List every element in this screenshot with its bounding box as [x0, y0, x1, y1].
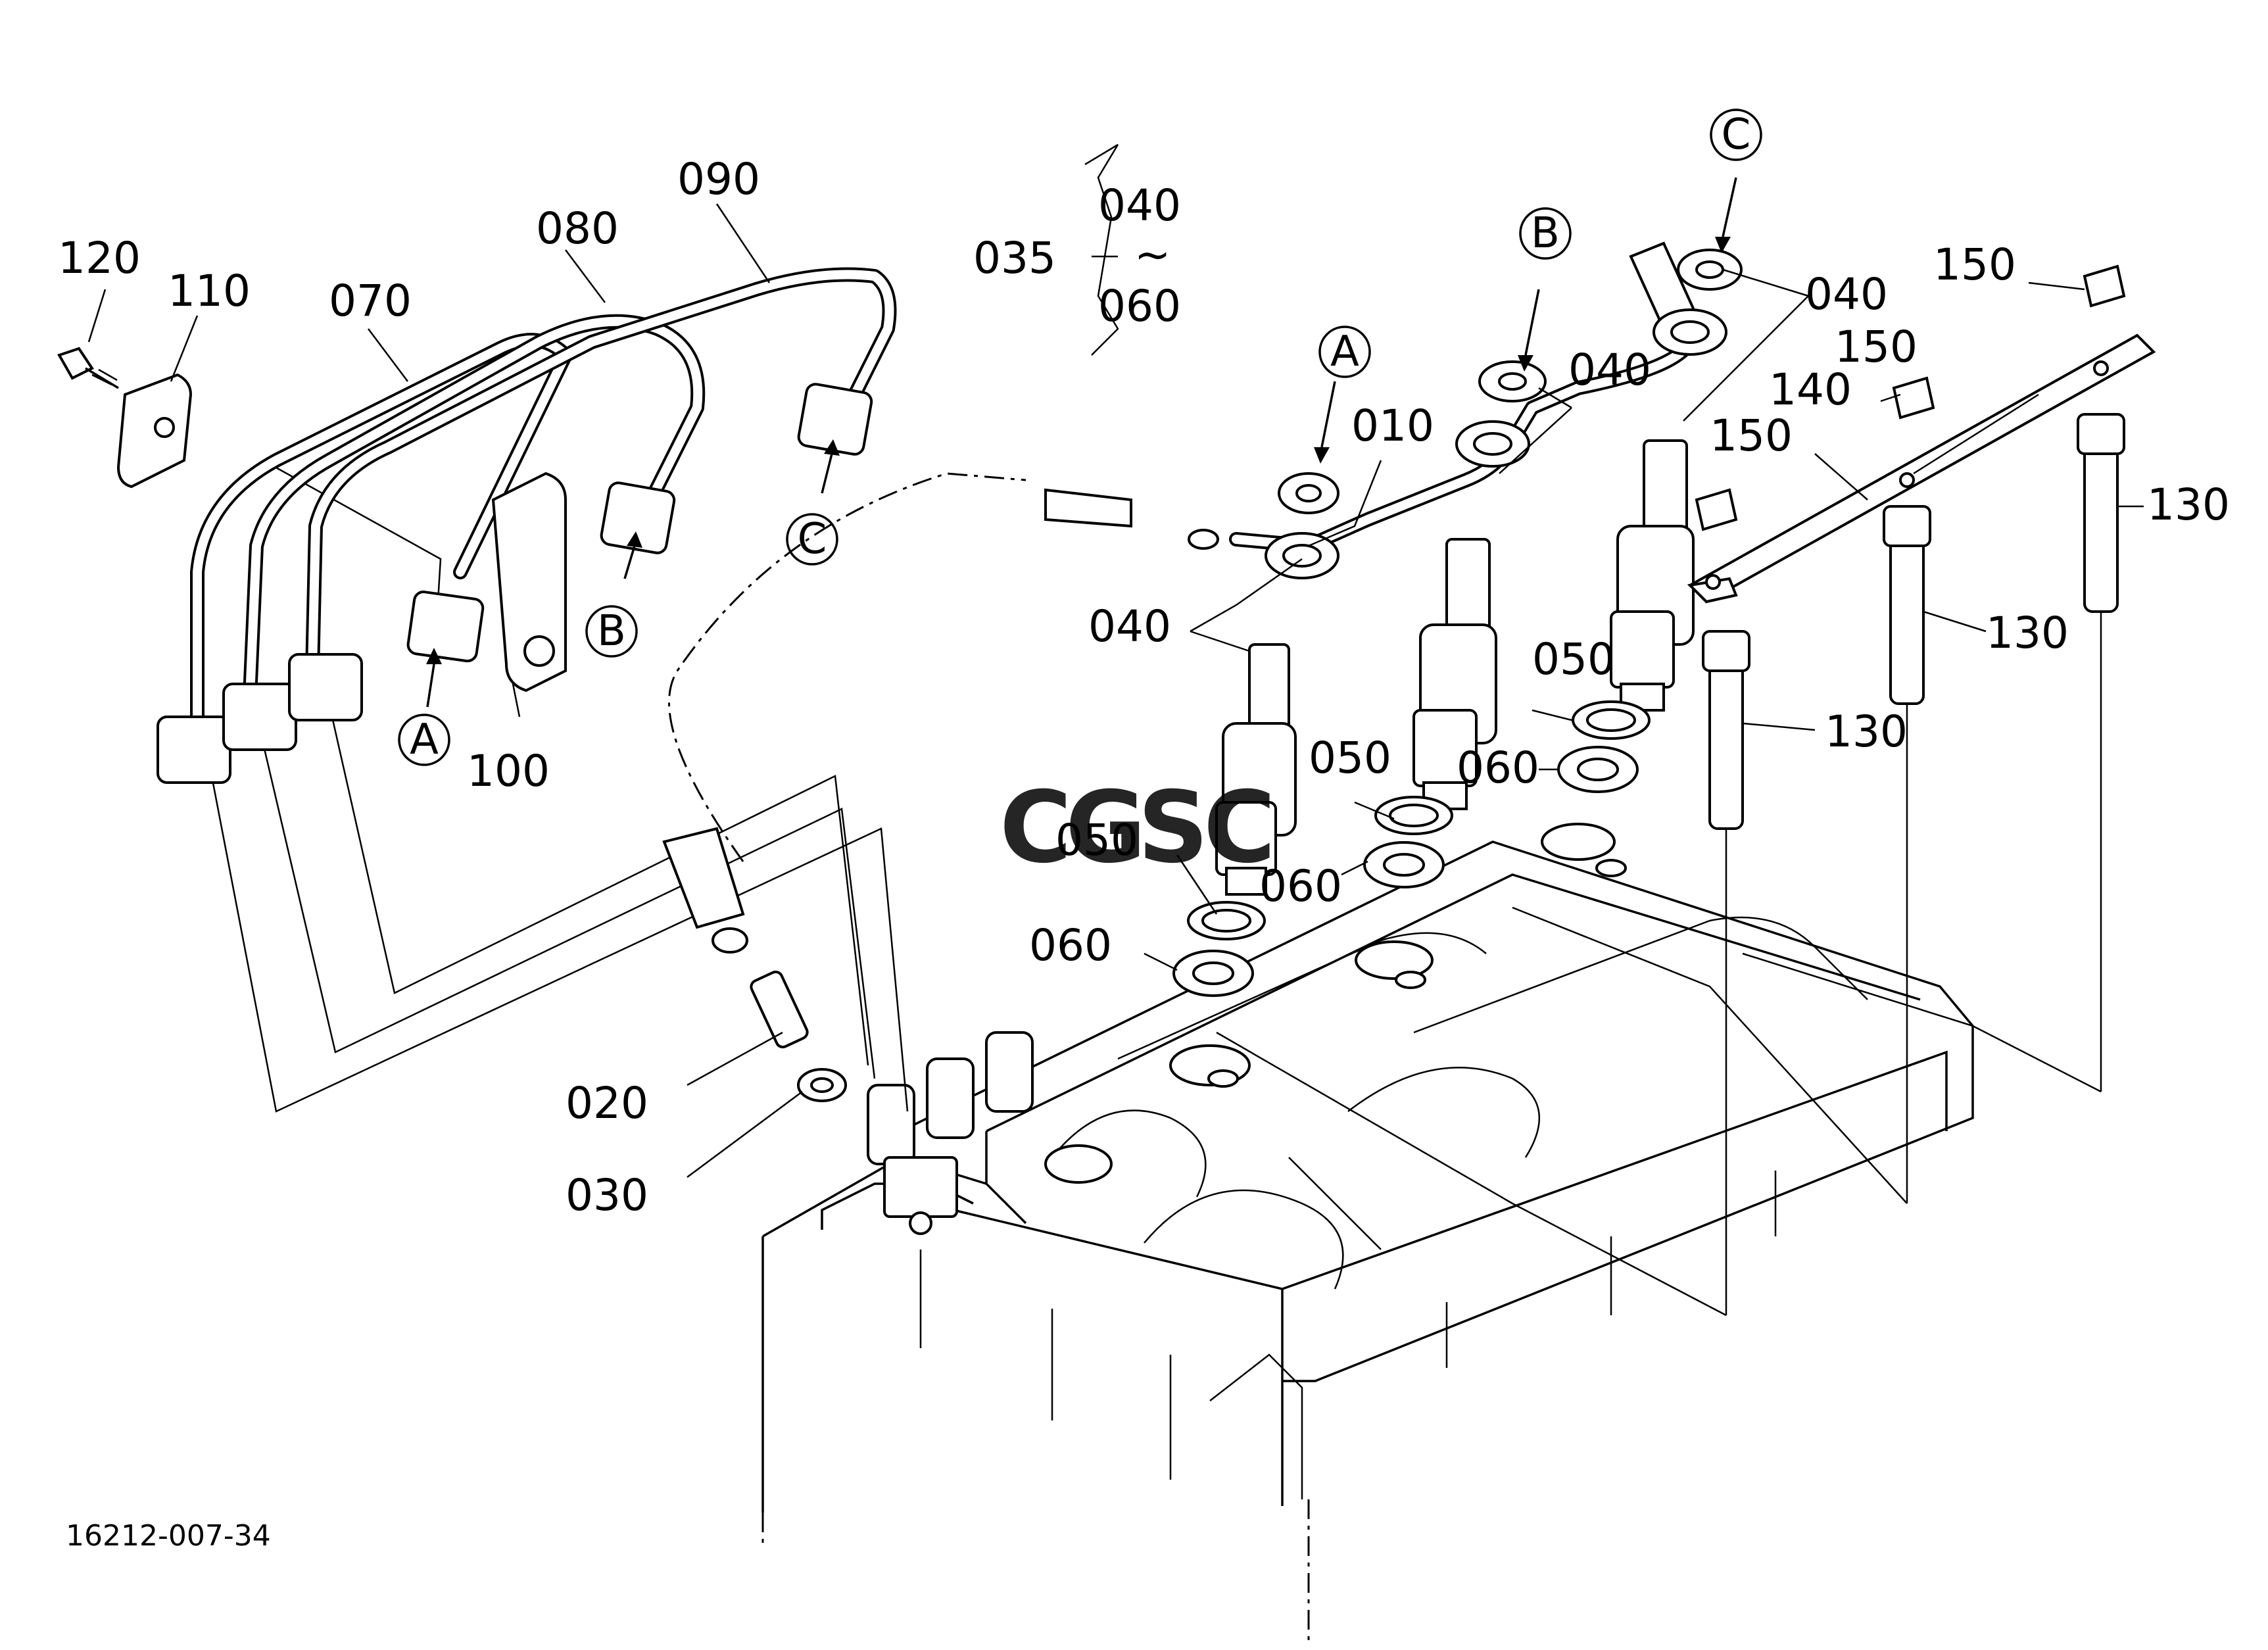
callout-140: 140: [1769, 364, 1852, 415]
callout-040-a: 040: [1088, 601, 1171, 652]
watermark-letter-3: S: [1138, 771, 1209, 885]
glow-plug-routing: [1216, 906, 2102, 1317]
callout-060-a: 060: [1029, 920, 1112, 971]
callout-050-b: 050: [1309, 733, 1391, 783]
connector-arrows: [426, 177, 1737, 708]
watermark-logo: C G S C: [1000, 771, 1276, 885]
connector-b-left-circle: [585, 605, 638, 658]
banjo-washers: [1265, 249, 1743, 579]
callout-120: 120: [58, 233, 141, 283]
connector-a-left: A: [410, 716, 439, 764]
callout-range-tilde: ~: [1134, 230, 1170, 280]
connector-c-right-circle: [1710, 109, 1762, 161]
callout-050-a: 050: [1055, 815, 1138, 865]
nozzle-holder-1: [1215, 643, 1297, 896]
callout-060-range-end: 060: [1098, 281, 1181, 331]
callout-150-b: 150: [1835, 322, 1918, 372]
callout-130-a: 130: [2147, 479, 2230, 530]
connector-c-right: C: [1722, 110, 1751, 159]
connector-b-left: B: [597, 607, 626, 656]
watermark-letter-4: C: [1203, 771, 1276, 885]
diagram-number: 16212-007-34: [66, 1519, 271, 1553]
nozzle-seals: [750, 700, 1651, 1102]
connector-a-right: A: [1330, 328, 1359, 376]
callout-130-b: 130: [1986, 608, 2069, 658]
injection-pump-outlets: [821, 1031, 1034, 1235]
callout-035: 035: [973, 233, 1056, 283]
nozzle-holder-3: [1610, 439, 1695, 712]
callout-130-c: 130: [1825, 706, 1908, 757]
connector-circles: A B C A B C: [398, 109, 1762, 766]
callout-150-a: 150: [1933, 239, 2016, 290]
connector-c-left-circle: [786, 513, 838, 566]
callout-labels: 120 110 070 080 090 100 035 040 ~ 060 01…: [58, 154, 2230, 1221]
connector-b-right: B: [1531, 209, 1560, 258]
callout-040-b: 040: [1568, 345, 1651, 395]
callout-100: 100: [467, 746, 550, 796]
nozzle-holder-2: [1412, 538, 1497, 810]
pipe-clamps: [57, 347, 567, 692]
callout-020: 020: [566, 1078, 648, 1128]
glow-plugs: [1702, 413, 2125, 1315]
connector-b-right-circle: [1519, 207, 1572, 260]
leader-lines: [87, 143, 2144, 1178]
callout-150-c: 150: [1710, 410, 1793, 461]
callout-030: 030: [566, 1170, 648, 1221]
callout-060-c: 060: [1457, 742, 1539, 793]
callout-050-c: 050: [1532, 634, 1615, 685]
connector-a-left-circle: [398, 714, 450, 766]
callout-040-c: 040: [1805, 269, 1888, 320]
callout-060-b: 060: [1259, 861, 1342, 911]
connector-c-left: C: [798, 515, 827, 564]
callout-040-range-start: 040: [1098, 180, 1181, 231]
callout-080: 080: [536, 203, 619, 254]
watermark-letter-2: G: [1065, 771, 1146, 885]
injection-pipes: [157, 267, 897, 784]
callout-070: 070: [329, 276, 412, 326]
callout-110: 110: [168, 266, 251, 316]
connector-a-right-circle: [1318, 326, 1371, 378]
callout-090: 090: [677, 154, 760, 205]
callout-010: 010: [1351, 400, 1434, 451]
cylinder-head: [761, 823, 1974, 1644]
glow-plug-nuts: [1695, 264, 2126, 531]
watermark-letter-1: C: [1000, 771, 1072, 885]
